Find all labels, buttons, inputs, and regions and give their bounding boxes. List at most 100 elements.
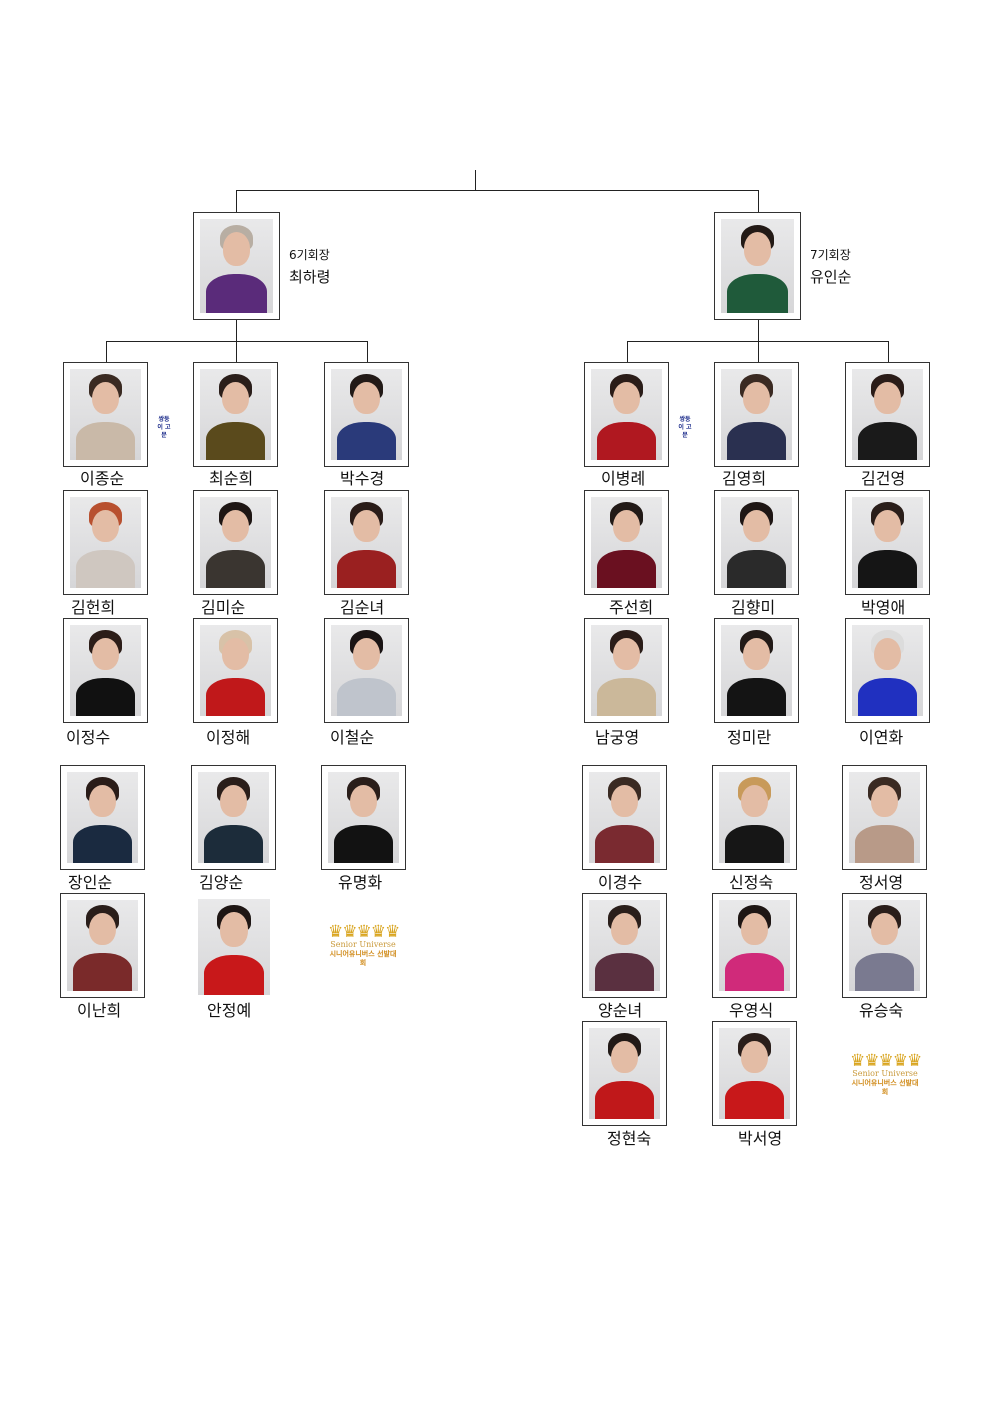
member-photo [845, 490, 930, 595]
portrait-face [222, 232, 251, 266]
member-name: 유명화 [338, 873, 383, 892]
crown-icon: ♛♛♛♛♛ [328, 922, 400, 942]
portrait-outfit [203, 824, 264, 863]
portrait-face [741, 1040, 768, 1074]
logo-text-ko: 시니어유니버스 선발대회 [851, 1079, 919, 1096]
portrait-face [353, 509, 380, 543]
portrait-image [591, 369, 662, 460]
logo-text-en: Senior Universe [330, 940, 396, 949]
leader-photo-6 [193, 212, 280, 320]
portrait-face [92, 637, 119, 671]
portrait-image [200, 497, 271, 588]
portrait-outfit [336, 549, 397, 588]
portrait-outfit [724, 952, 785, 991]
portrait-image [198, 899, 270, 995]
portrait-outfit [203, 954, 265, 995]
leader-title-7: 7기회장 [810, 248, 851, 262]
root-stem [475, 170, 476, 191]
member-photo [712, 765, 797, 870]
member-photo [63, 618, 148, 723]
leader-name-7: 유인순 [810, 268, 852, 286]
member-photo [584, 362, 669, 467]
left-stem [236, 320, 237, 342]
portrait-image [328, 772, 399, 863]
member-photo [63, 490, 148, 595]
member-photo [321, 765, 406, 870]
portrait-outfit [596, 421, 657, 460]
left-drop-1 [106, 341, 107, 362]
portrait-face [874, 381, 901, 415]
portrait-image [719, 772, 790, 863]
member-name: 이연화 [859, 728, 904, 747]
right-stem [758, 320, 759, 342]
member-photo [584, 618, 669, 723]
portrait-face [89, 784, 116, 818]
leader-photo-7 [714, 212, 801, 320]
member-photo [324, 618, 409, 723]
portrait-face [613, 381, 640, 415]
portrait-face [741, 784, 768, 818]
portrait-outfit [724, 1080, 785, 1119]
portrait-outfit [857, 549, 918, 588]
portrait-image [849, 772, 920, 863]
member-photo [712, 893, 797, 998]
portrait-face [220, 784, 247, 818]
portrait-image [331, 497, 402, 588]
portrait-outfit [75, 677, 136, 716]
portrait-face [743, 232, 772, 266]
portrait-image [67, 772, 138, 863]
portrait-image [198, 772, 269, 863]
portrait-image [70, 625, 141, 716]
portrait-outfit [336, 677, 397, 716]
member-photo [582, 893, 667, 998]
portrait-image [852, 369, 923, 460]
left-drop-3 [367, 341, 368, 362]
member-name: 이병례 [601, 469, 646, 488]
portrait-face [350, 784, 377, 818]
portrait-face [871, 912, 898, 946]
member-photo [193, 618, 278, 723]
member-name: 이정해 [206, 728, 251, 747]
portrait-image [200, 625, 271, 716]
portrait-outfit [72, 824, 133, 863]
member-photo [842, 765, 927, 870]
portrait-face [871, 784, 898, 818]
member-photo [193, 490, 278, 595]
portrait-outfit [854, 952, 915, 991]
portrait-image [719, 1028, 790, 1119]
member-photo [193, 362, 278, 467]
portrait-outfit [726, 273, 789, 313]
member-name: 정현숙 [607, 1129, 652, 1148]
portrait-image [852, 497, 923, 588]
member-photo [584, 490, 669, 595]
leader-title-6: 6기회장 [289, 248, 330, 262]
portrait-face [743, 381, 770, 415]
portrait-face [222, 637, 249, 671]
portrait-image [849, 900, 920, 991]
member-name: 이난희 [77, 1001, 122, 1020]
portrait-outfit [854, 824, 915, 863]
portrait-face [613, 637, 640, 671]
member-name: 유승숙 [859, 1001, 904, 1020]
portrait-outfit [594, 1080, 655, 1119]
portrait-outfit [333, 824, 394, 863]
member-photo [60, 893, 145, 998]
member-photo [582, 1021, 667, 1126]
member-photo [198, 899, 270, 995]
portrait-face [353, 381, 380, 415]
member-name: 신정숙 [729, 873, 774, 892]
portrait-outfit [596, 549, 657, 588]
senior-universe-logo: ♛♛♛♛♛ Senior Universe 시니어유니버스 선발대회 [850, 1053, 922, 1097]
member-photo [714, 618, 799, 723]
portrait-image [200, 369, 271, 460]
portrait-outfit [594, 824, 655, 863]
portrait-outfit [205, 677, 266, 716]
right-advisor-tag: 쌍둥이 고문 [678, 416, 692, 439]
portrait-image [721, 497, 792, 588]
member-name: 김순녀 [340, 598, 385, 617]
member-name: 주선희 [609, 598, 654, 617]
portrait-outfit [75, 421, 136, 460]
portrait-image [591, 497, 662, 588]
portrait-outfit [726, 549, 787, 588]
portrait-image [591, 625, 662, 716]
